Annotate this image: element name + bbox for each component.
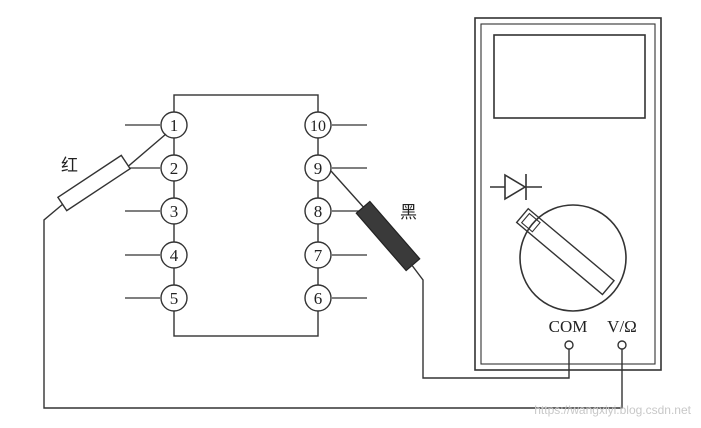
black-probe-label: 黑 — [400, 203, 417, 223]
red-probe-wire — [43, 203, 623, 409]
meter-inner-panel — [480, 23, 656, 365]
pin-3: 3 — [160, 197, 188, 225]
red-probe-tip — [124, 133, 167, 170]
pin-7: 7 — [304, 241, 332, 269]
pin-8: 8 — [304, 197, 332, 225]
right-pins: 10 9 8 7 6 — [304, 111, 332, 312]
vohm-jack[interactable] — [617, 340, 627, 350]
pin-7-label: 7 — [314, 246, 323, 265]
black-probe-tip — [330, 170, 367, 211]
pin-8-label: 8 — [314, 202, 323, 221]
left-pins: 1 2 3 4 5 — [160, 111, 188, 312]
pin-4-label: 4 — [170, 246, 179, 265]
pin-1: 1 — [160, 111, 188, 139]
pin-1-label: 1 — [170, 116, 179, 135]
pin-10: 10 — [304, 111, 332, 139]
multimeter: COM V/Ω — [474, 17, 662, 371]
diode-icon — [490, 173, 542, 201]
pin-4: 4 — [160, 241, 188, 269]
meter-display — [493, 34, 646, 119]
pin-6-label: 6 — [314, 289, 323, 308]
ic-chip — [173, 94, 319, 337]
red-probe-label: 红 — [61, 156, 78, 176]
pin-6: 6 — [304, 284, 332, 312]
pin-2: 2 — [160, 154, 188, 182]
dial-pointer — [515, 207, 616, 296]
black-probe: 黑 — [330, 170, 570, 379]
pin-5: 5 — [160, 284, 188, 312]
black-probe-handle — [355, 200, 421, 272]
pin-9: 9 — [304, 154, 332, 182]
left-pin-leads — [125, 124, 160, 299]
pin-5-label: 5 — [170, 289, 179, 308]
dial-pointer-marker — [520, 212, 541, 233]
rotary-dial[interactable] — [515, 204, 627, 312]
com-jack[interactable] — [564, 340, 574, 350]
right-pin-leads — [332, 124, 367, 299]
pin-2-label: 2 — [170, 159, 179, 178]
watermark-text: https://wangxiyi.blog.csdn.net — [534, 403, 691, 417]
chip-body — [173, 94, 319, 337]
pin-9-label: 9 — [314, 159, 323, 178]
meter-outer-case — [474, 17, 662, 371]
pin-10-label: 10 — [310, 118, 326, 135]
black-probe-wire — [410, 263, 570, 379]
pin-3-label: 3 — [170, 202, 179, 221]
vohm-terminal-label: V/Ω — [607, 317, 637, 336]
com-terminal-label: COM — [549, 317, 588, 336]
red-probe: 红 — [43, 133, 623, 409]
